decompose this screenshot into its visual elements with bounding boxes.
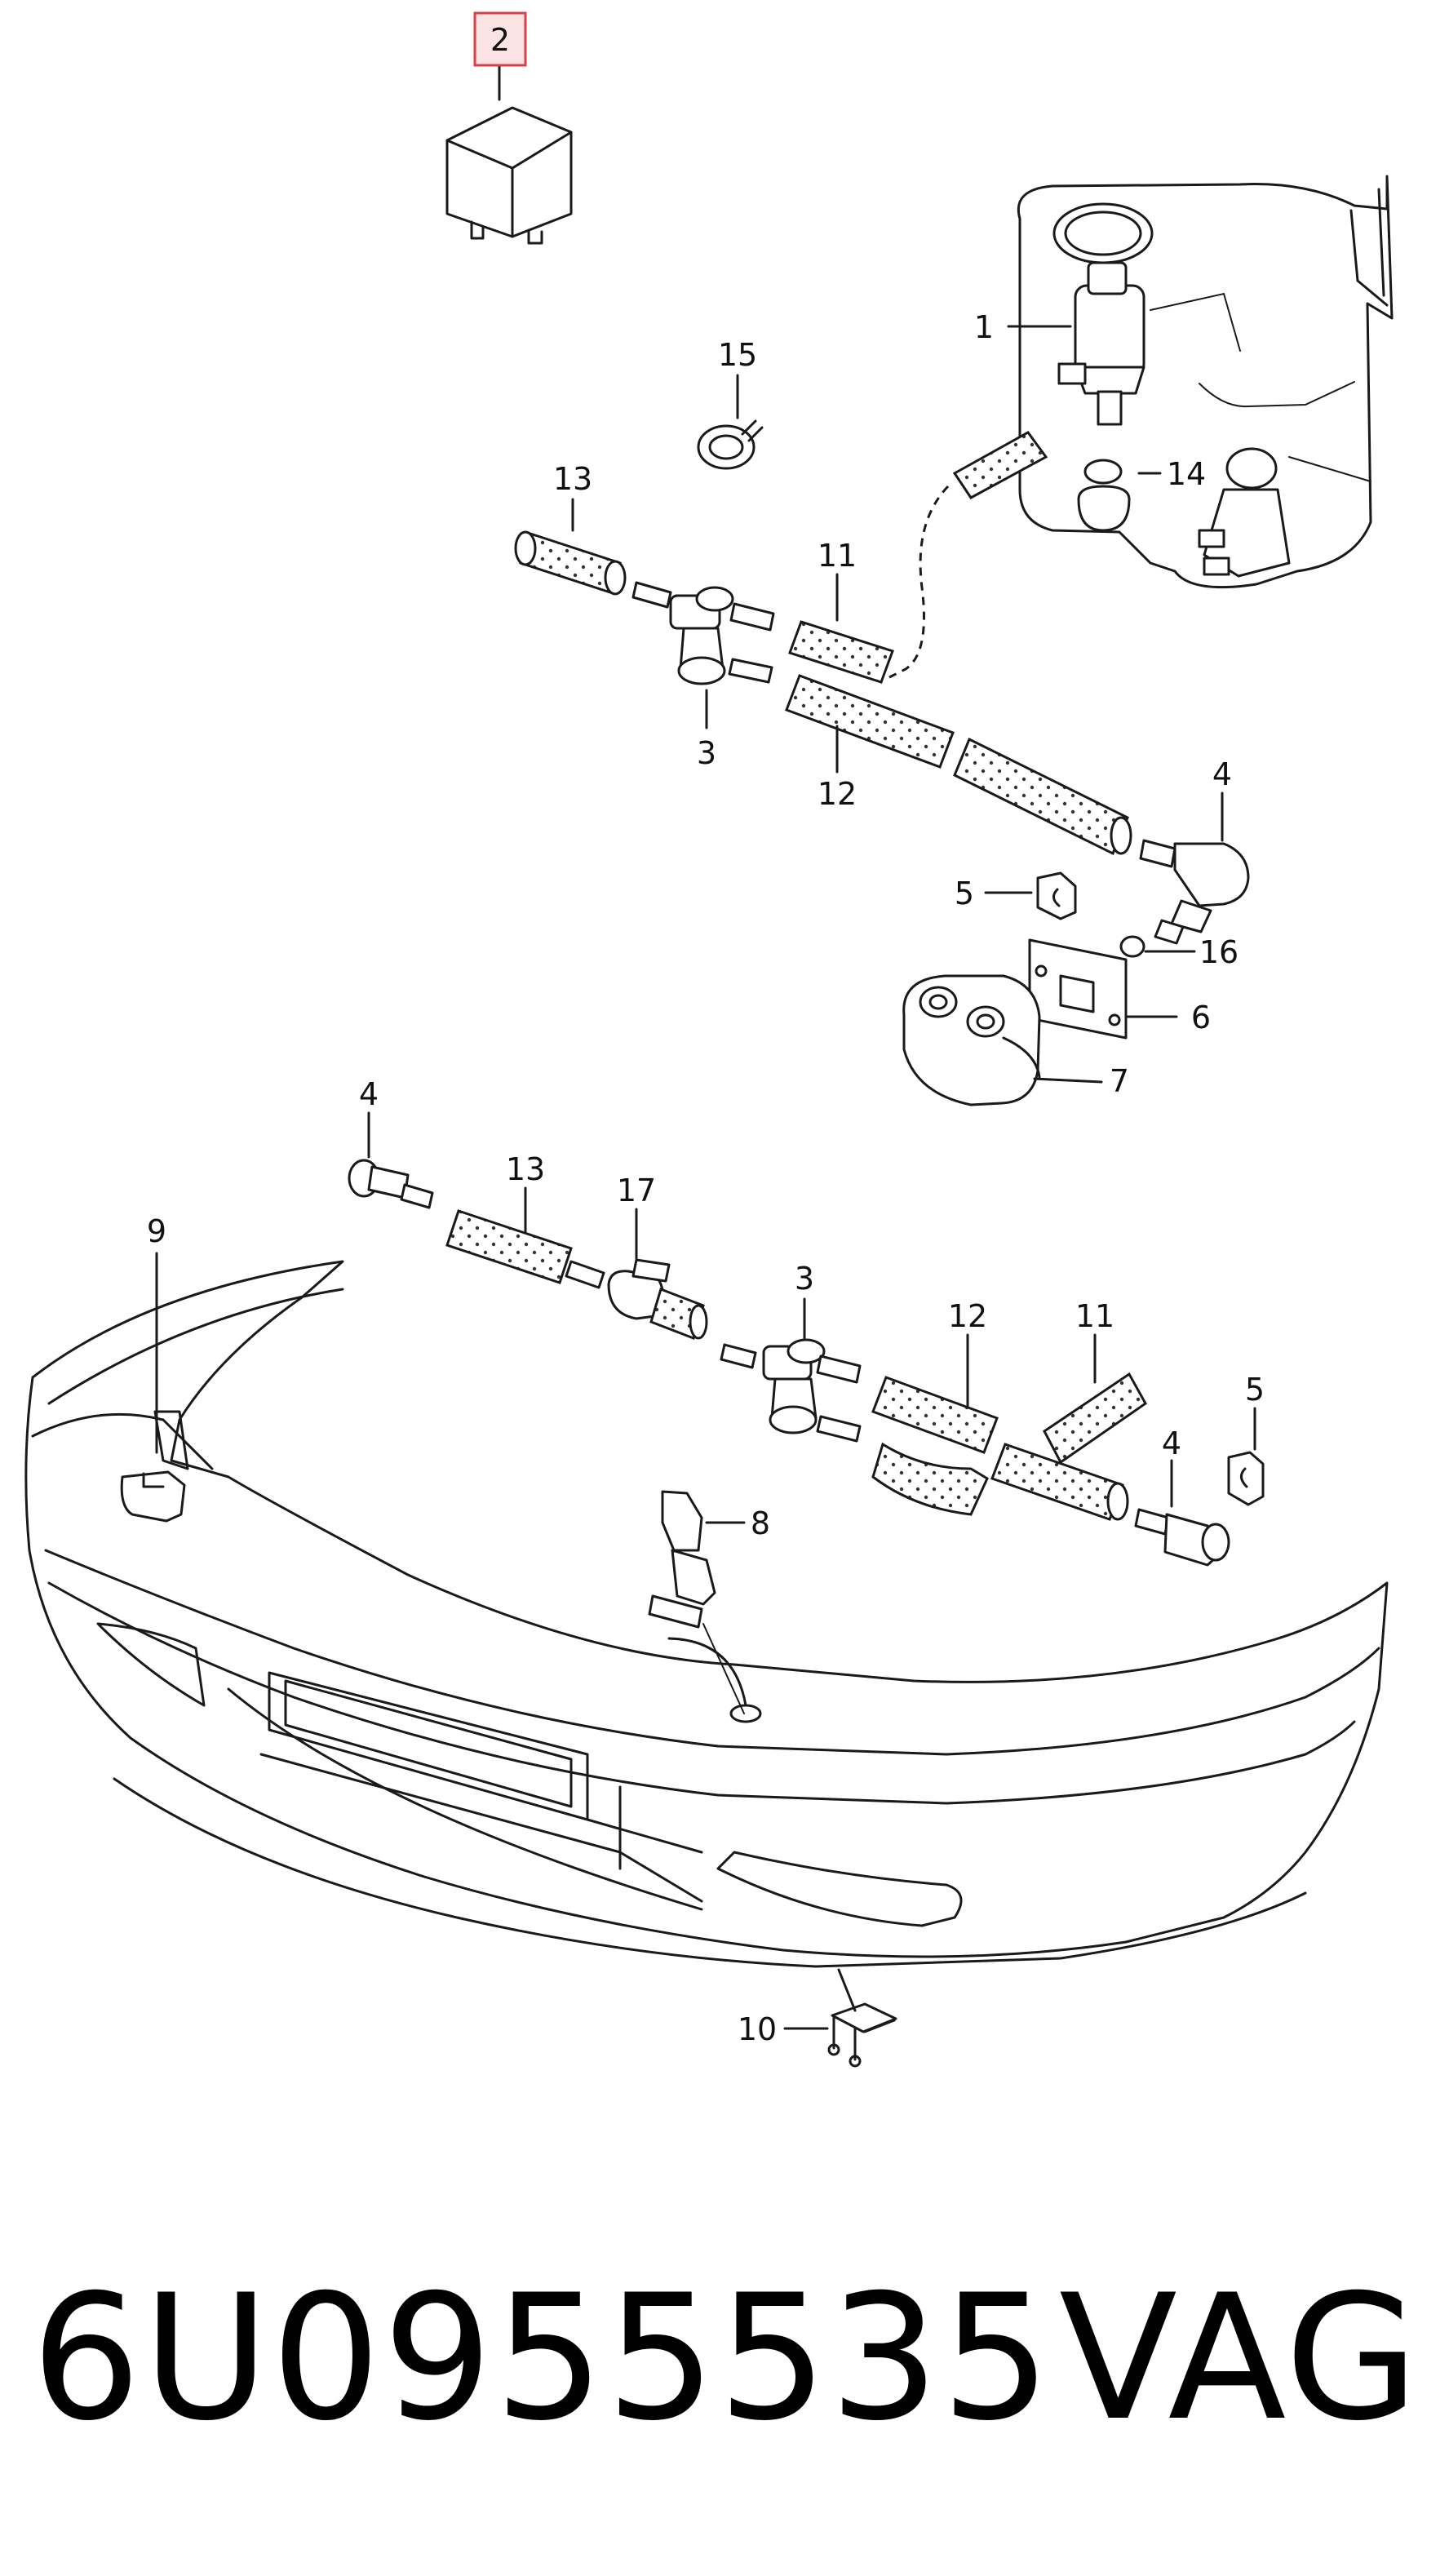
callout-label[interactable]: 5 xyxy=(1245,1372,1265,1408)
lower-hose-13 xyxy=(445,1209,605,1289)
callout-label[interactable]: 13 xyxy=(506,1151,545,1187)
callout-label[interactable]: 14 xyxy=(1167,456,1206,492)
washer-jet xyxy=(648,1490,716,1629)
lower-hoses xyxy=(871,1372,1230,1567)
hose-clamp xyxy=(697,419,764,470)
callout-label[interactable]: 17 xyxy=(617,1173,656,1208)
hose-segment xyxy=(952,431,1048,499)
exploded-parts-diagram: 2 1 3 3 4 4 4 5 5 6 7 8 9 10 11 11 12 12… xyxy=(24,11,1394,2068)
o-ring-part xyxy=(1119,935,1145,958)
dashed-routing xyxy=(888,485,950,679)
callout-2-highlight[interactable]: 2 xyxy=(473,11,527,67)
caption-bar: 6U0955535 VAG xyxy=(31,2252,1421,2464)
callout-highlight-box xyxy=(473,11,527,67)
callout-label[interactable]: 3 xyxy=(697,735,716,771)
callout-label[interactable]: 6 xyxy=(1191,1000,1211,1035)
tow-eye-cap xyxy=(120,1470,186,1523)
check-valve xyxy=(607,1258,708,1340)
mounting-bracket xyxy=(1028,938,1128,1040)
clip-part xyxy=(1036,871,1077,920)
leader-line xyxy=(702,1623,745,1714)
callout-label[interactable]: 11 xyxy=(1075,1298,1114,1334)
callout-label[interactable]: 10 xyxy=(738,2011,777,2047)
callout-label[interactable]: 4 xyxy=(359,1076,379,1112)
connector-part xyxy=(348,1159,434,1209)
callout-label[interactable]: 4 xyxy=(1162,1425,1181,1461)
washer-nozzle xyxy=(902,974,1041,1106)
lower-bracket xyxy=(827,2002,897,2068)
upper-hose-assembly xyxy=(514,530,1250,945)
callout-label[interactable]: 4 xyxy=(1212,756,1232,792)
washer-reservoir xyxy=(1017,175,1394,589)
callout-label[interactable]: 12 xyxy=(948,1298,987,1334)
callout-label[interactable]: 9 xyxy=(147,1213,166,1249)
lower-clip xyxy=(1227,1451,1265,1506)
lower-t-piece xyxy=(720,1338,862,1443)
callout-label[interactable]: 11 xyxy=(818,538,857,574)
brand-name: VAG xyxy=(1059,2257,1421,2459)
front-bumper xyxy=(24,1260,1389,1968)
callout-label[interactable]: 5 xyxy=(955,876,974,911)
callout-label[interactable]: 1 xyxy=(974,309,994,345)
callout-label: 2 xyxy=(490,22,510,58)
callout-label[interactable]: 12 xyxy=(818,776,857,812)
relay-part xyxy=(445,106,573,245)
callout-label[interactable]: 15 xyxy=(718,337,757,373)
part-number: 6U0955535 xyxy=(31,2257,1053,2459)
leader-line xyxy=(837,1968,857,2012)
callout-label[interactable]: 16 xyxy=(1199,934,1239,970)
leader-line xyxy=(1033,1077,1103,1084)
callout-label[interactable]: 8 xyxy=(751,1505,770,1541)
callout-label[interactable]: 3 xyxy=(795,1261,814,1297)
callout-label[interactable]: 7 xyxy=(1110,1063,1129,1099)
callout-label[interactable]: 13 xyxy=(553,461,592,497)
